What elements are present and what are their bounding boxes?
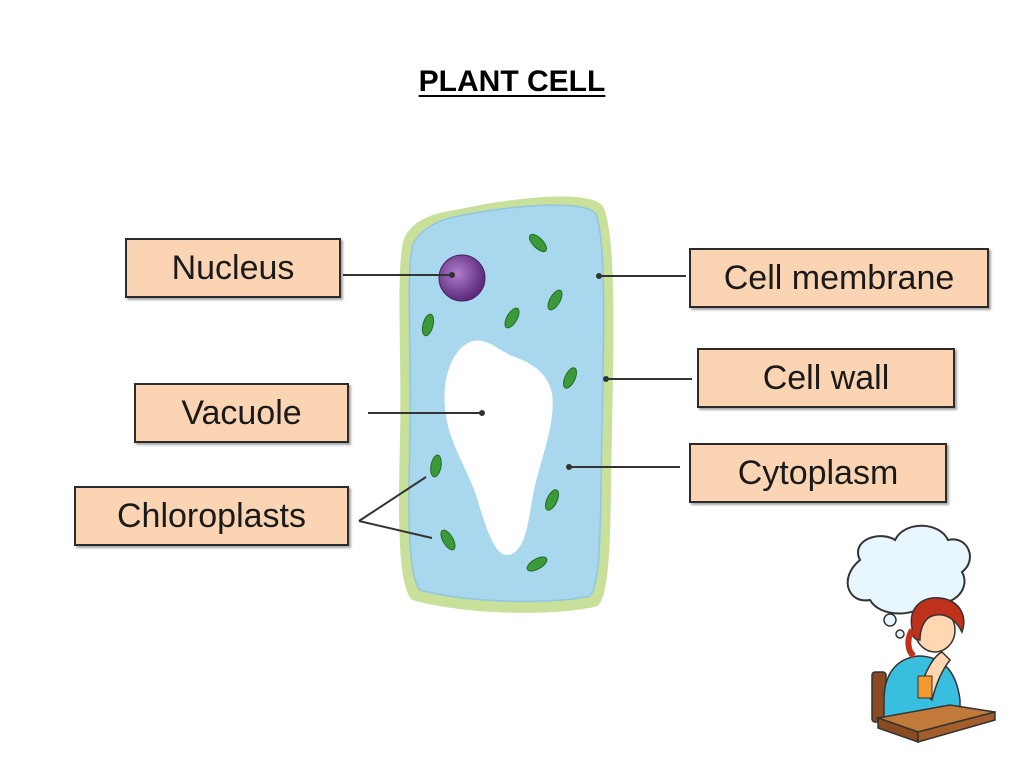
chloroplasts-group <box>421 233 577 572</box>
nucleus-shape <box>438 254 486 302</box>
thinking-student-icon <box>846 524 996 744</box>
leader-lines <box>343 272 692 539</box>
label-cell-wall: Cell wall <box>697 348 955 408</box>
leader-chloroplast-1 <box>358 476 427 522</box>
chloroplast <box>545 489 559 511</box>
chloroplast <box>440 529 456 551</box>
leader-chloroplast-2 <box>358 520 433 539</box>
chloroplast <box>547 289 563 311</box>
label-vacuole: Vacuole <box>134 383 349 443</box>
chloroplast <box>563 367 577 389</box>
label-nucleus: Nucleus <box>125 238 341 298</box>
chloroplast <box>430 454 442 478</box>
label-cytoplasm: Cytoplasm <box>689 443 947 503</box>
label-chloroplasts: Chloroplasts <box>74 486 349 546</box>
chloroplast <box>504 307 520 329</box>
chloroplast <box>526 556 548 572</box>
vacuole-shape <box>444 340 553 556</box>
label-cell-membrane: Cell membrane <box>689 248 989 308</box>
page-title: PLANT CELL <box>418 65 606 98</box>
chloroplast <box>421 313 435 337</box>
chloroplast <box>528 233 548 253</box>
